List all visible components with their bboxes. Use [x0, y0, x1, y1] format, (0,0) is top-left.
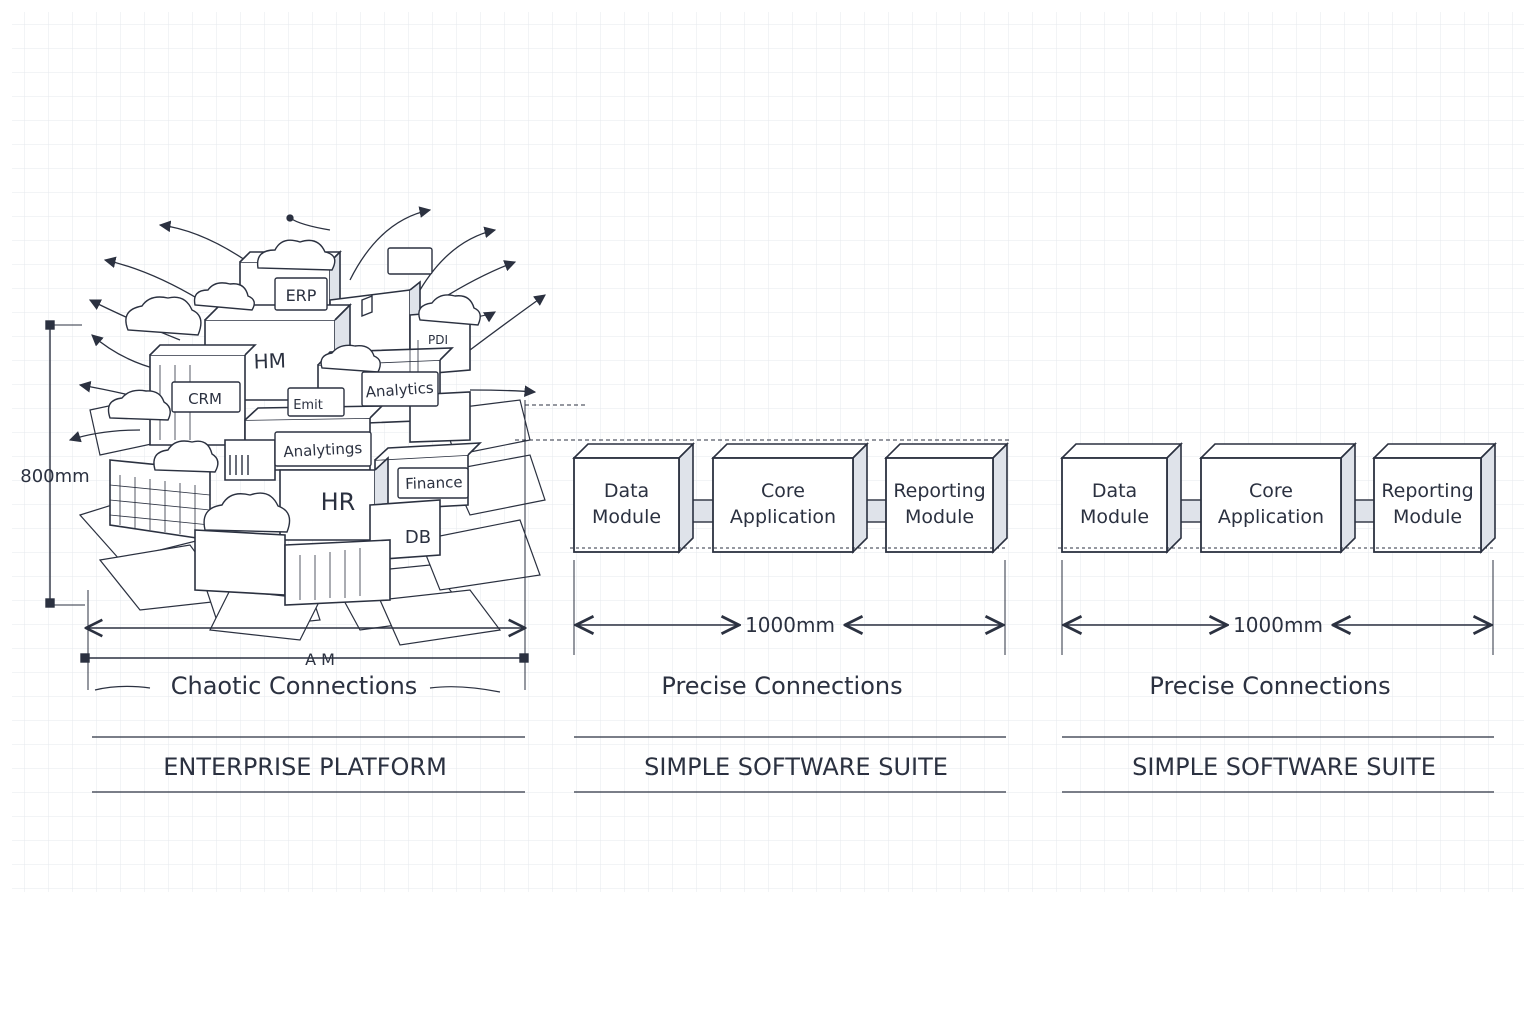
- suite-1: DataModuleCoreApplicationReportingModule…: [570, 442, 1009, 793]
- cloud-icon: [153, 440, 219, 473]
- module-label-line1: Reporting: [1381, 480, 1473, 502]
- cloud-icons: [107, 239, 481, 533]
- height-tick-bottom: [45, 598, 55, 608]
- module-label-line2: Module: [1393, 506, 1462, 528]
- enterprise-subtitle: Chaotic Connections: [171, 672, 418, 700]
- suite-title-rule: [574, 736, 1006, 793]
- module-label-line1: Data: [604, 480, 649, 502]
- cloud-icon: [125, 296, 202, 336]
- block-label-hm: HM: [253, 348, 286, 373]
- width-label: A M: [305, 650, 335, 669]
- block-label-erp: ERP: [286, 286, 317, 305]
- module-label-line2: Module: [592, 506, 661, 528]
- module-label-line2: Module: [1080, 506, 1149, 528]
- dimension-label: 1000mm: [745, 613, 835, 637]
- label-panels: [171, 247, 469, 499]
- block-label-emit: Emit: [293, 398, 323, 413]
- enterprise-title: ENTERPRISE PLATFORM: [163, 753, 447, 781]
- cloud-icon: [320, 344, 381, 373]
- enterprise-title-rule: [92, 736, 525, 793]
- cloud-icon: [193, 282, 255, 311]
- dimension-extension: [573, 560, 1006, 655]
- module-label-line2: Module: [905, 506, 974, 528]
- cloud-icon: [418, 294, 481, 326]
- cloud-icon: [256, 239, 336, 271]
- block-label-finance: Finance: [405, 473, 463, 493]
- enterprise-dimensions: [45, 320, 1010, 793]
- block-label-crm: CRM: [188, 390, 222, 408]
- suite-subtitle: Precise Connections: [661, 672, 902, 700]
- dimension-label: 1000mm: [1233, 613, 1323, 637]
- dimension-extension: [1061, 560, 1494, 655]
- block-label-db: DB: [405, 527, 431, 548]
- suite-subtitle: Precise Connections: [1149, 672, 1390, 700]
- module-label-line1: Core: [1249, 480, 1293, 502]
- block-label-hr: HR: [321, 488, 356, 516]
- cloud-icon: [203, 492, 291, 533]
- suite-title: SIMPLE SOFTWARE SUITE: [644, 753, 948, 781]
- block-label-pdi: PDI: [428, 333, 448, 347]
- module-label-line2: Application: [1218, 506, 1324, 528]
- block-label-analytics: Analytics: [365, 379, 434, 402]
- cloud-icon: [107, 389, 171, 421]
- block-label-analytings: Analytings: [283, 439, 363, 461]
- simple-suites: DataModuleCoreApplicationReportingModule…: [570, 442, 1497, 793]
- suite-2: DataModuleCoreApplicationReportingModule…: [1058, 442, 1497, 793]
- height-tick-top: [45, 320, 55, 330]
- suite-title: SIMPLE SOFTWARE SUITE: [1132, 753, 1436, 781]
- module-label-line2: Application: [730, 506, 836, 528]
- module-label-line1: Reporting: [893, 480, 985, 502]
- enterprise-cluster: ERP HM CRM Emit AnalyticsAnalytingsFinanceHR…: [68, 206, 546, 646]
- module-label-line1: Data: [1092, 480, 1137, 502]
- enterprise-block-labels: ERP HM CRM Emit AnalyticsAnalytingsFinanceHR…: [188, 286, 463, 548]
- module-label-line1: Core: [761, 480, 805, 502]
- height-label: 800mm: [20, 466, 89, 487]
- suite-title-rule: [1062, 736, 1494, 793]
- scattered-papers: [78, 394, 546, 646]
